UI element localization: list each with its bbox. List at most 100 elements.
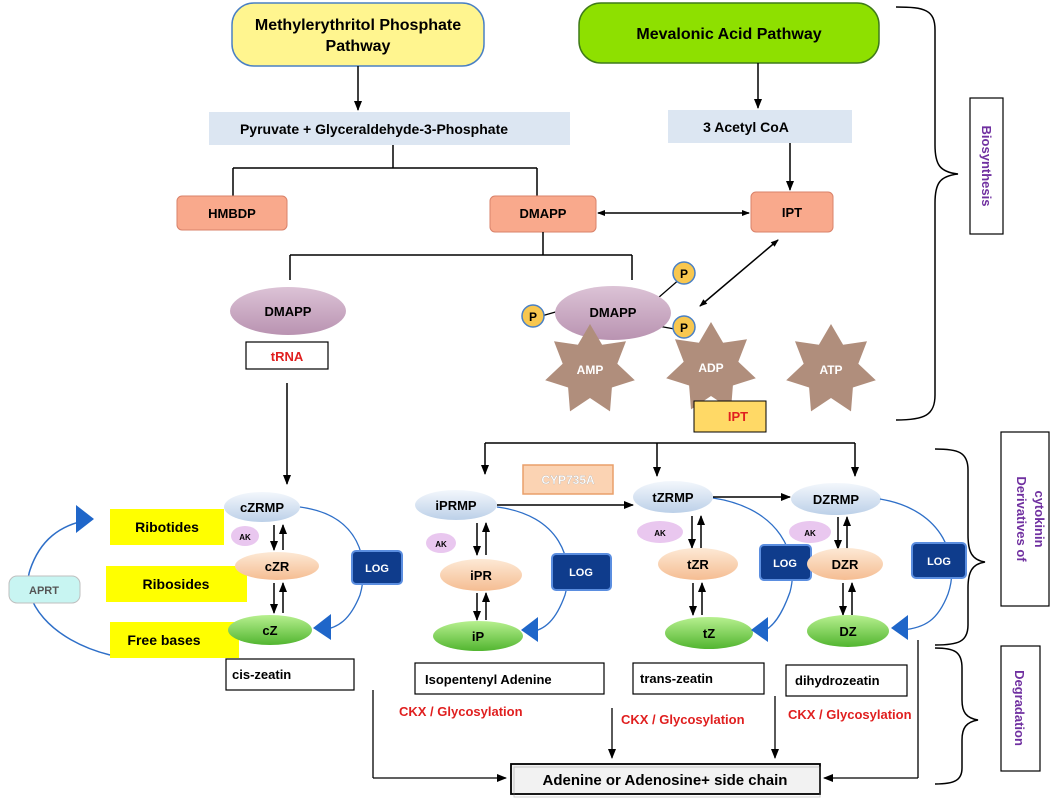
amp-star: AMP: [545, 324, 635, 412]
mep-pathway-label-2: Pathway: [326, 38, 391, 55]
row-label-ribosides: Ribosides: [106, 566, 247, 602]
name-isopentenyl-adenine: Isopentenyl Adenine: [425, 672, 552, 687]
column-cis-zeatin: cZRMP AK cZR cZ LOG cis-zeatin: [224, 492, 403, 691]
log-label-4: LOG: [927, 556, 951, 568]
ckx-label-1: CKX / Glycosylation: [399, 704, 523, 719]
ak-label-2: AK: [435, 540, 447, 549]
ipt-bottom-label: IPT: [728, 409, 748, 424]
phosphate-label-2: P: [529, 310, 537, 324]
adp-label: ADP: [698, 361, 723, 375]
pyruvate-branch-lines: [232, 145, 538, 196]
column-isopentenyl-adenine: iPRMP AK iPR iP LOG Isopentenyl Adenine: [414, 490, 612, 695]
degradation-product-label: Adenine or Adenosine+ side chain: [543, 772, 788, 789]
dmapp-left-oval: DMAPP: [230, 287, 346, 335]
ak-badge-2: [426, 533, 456, 553]
arrow-dmapp-center-ipt: [699, 239, 779, 307]
tzr-label: tZR: [687, 557, 709, 572]
phosphate-circle-3: P: [672, 315, 696, 339]
ipt-top-label: IPT: [782, 205, 802, 220]
czrmp-label: cZRMP: [240, 500, 284, 515]
biosynthesis-section-label: Biosynthesis: [969, 97, 1004, 235]
ckx-label-3: CKX / Glycosylation: [788, 707, 912, 722]
name-cis-zeatin: cis-zeatin: [232, 667, 291, 682]
degradation-product-box: Adenine or Adenosine+ side chain: [510, 763, 821, 798]
aprt-badge: APRT: [8, 575, 81, 604]
amp-label: AMP: [577, 363, 604, 377]
row-label-ribosides-text: Ribosides: [143, 576, 210, 592]
ak-label-1: AK: [239, 533, 251, 542]
log-box-2: [551, 553, 612, 591]
name-dihydrozeatin: dihydrozeatin: [795, 673, 880, 688]
dmapp-box: DMAPP: [489, 195, 597, 233]
log-box-1: [351, 550, 403, 585]
log-arc-4: [879, 498, 953, 631]
cz-label: cZ: [262, 623, 277, 638]
dzrmp-label: DZRMP: [813, 492, 860, 507]
log-box-4: [911, 542, 967, 579]
cyp735a-label: CYP735A: [541, 473, 595, 487]
adp-star: ADP: [666, 322, 756, 410]
log-arrowhead-3-icon: [751, 617, 768, 642]
pyruvate-box: Pyruvate + Glyceraldehyde-3-Phosphate: [209, 112, 570, 145]
ak-badge-1: [231, 526, 259, 546]
ipr-label: iPR: [470, 568, 492, 583]
ipt-bottom-box: IPT: [693, 400, 767, 433]
dz-label: DZ: [839, 624, 856, 639]
log-arrowhead-4-icon: [891, 615, 908, 640]
mep-pathway-box: Methylerythritol Phosphate Pathway: [231, 2, 485, 67]
mva-pathway-label: Mevalonic Acid Pathway: [636, 26, 821, 43]
ckx-label-2: CKX / Glycosylation: [621, 712, 745, 727]
biosynthesis-label: Biosynthesis: [979, 126, 994, 207]
hmbdp-box: HMBDP: [176, 195, 288, 231]
acetyl-coa-box: 3 Acetyl CoA: [668, 110, 852, 143]
log-arc-1: [299, 506, 364, 631]
row-label-free-bases-text: Free bases: [127, 632, 200, 648]
aprt-label: APRT: [29, 585, 59, 597]
phosphate-circle-2: P: [521, 304, 545, 328]
ip-label: iP: [472, 629, 485, 644]
derivatives-brace: [934, 448, 986, 646]
iprmp-label: iPRMP: [435, 498, 477, 513]
ak-label-4: AK: [804, 529, 816, 538]
dmapp-center-label: DMAPP: [590, 305, 637, 320]
log-arrowhead-2-icon: [521, 617, 538, 642]
atp-label: ATP: [819, 363, 842, 377]
dmapp-label: DMAPP: [520, 206, 567, 221]
acetyl-coa-label: 3 Acetyl CoA: [703, 119, 789, 135]
dmapp-branch-lines: [289, 232, 633, 280]
cyp735a-box: CYP735A: [522, 464, 614, 495]
phosphate-label-1: P: [680, 267, 688, 281]
mva-pathway-box: Mevalonic Acid Pathway: [578, 2, 880, 64]
degradation-label: Degradation: [1012, 670, 1027, 746]
row-label-free-bases: Free bases: [110, 622, 239, 658]
ak-label-3: AK: [654, 529, 666, 538]
trna-box: tRNA: [245, 341, 329, 370]
phosphate-circle-1: P: [672, 261, 696, 285]
aprt-recycle-arc: [27, 519, 111, 656]
log-label-2: LOG: [569, 567, 593, 579]
row-label-ribotides-text: Ribotides: [135, 519, 199, 535]
dmapp-center-oval: DMAPP: [555, 286, 671, 340]
row-label-ribotides: Ribotides: [110, 509, 224, 545]
ipt-top-box: IPT: [750, 191, 834, 233]
degradation-section-label: Degradation: [1000, 645, 1041, 772]
phosphate-label-3: P: [680, 321, 688, 335]
column-dihydrozeatin: DZRMP AK DZR DZ LOG dihydrozeatin: [785, 483, 967, 697]
dzr-label: DZR: [832, 557, 859, 572]
log-label-3: LOG: [773, 558, 797, 570]
dmapp-left-label: DMAPP: [265, 304, 312, 319]
derivatives-label-1: Derivatives of: [1014, 476, 1029, 562]
degradation-brace: [934, 647, 979, 785]
tz-label: tZ: [703, 626, 715, 641]
trna-label: tRNA: [271, 349, 304, 364]
mep-pathway-label-1: Methylerythritol Phosphate: [255, 17, 461, 34]
czr-label: cZR: [265, 559, 290, 574]
ak-badge-4: [789, 521, 831, 543]
atp-star: ATP: [786, 324, 876, 412]
hmbdp-label: HMBDP: [208, 206, 256, 221]
log-arrowhead-1-icon: [313, 614, 331, 640]
biosynthesis-brace: [895, 6, 959, 421]
log-label-1: LOG: [365, 563, 389, 575]
pyruvate-label: Pyruvate + Glyceraldehyde-3-Phosphate: [240, 121, 508, 137]
